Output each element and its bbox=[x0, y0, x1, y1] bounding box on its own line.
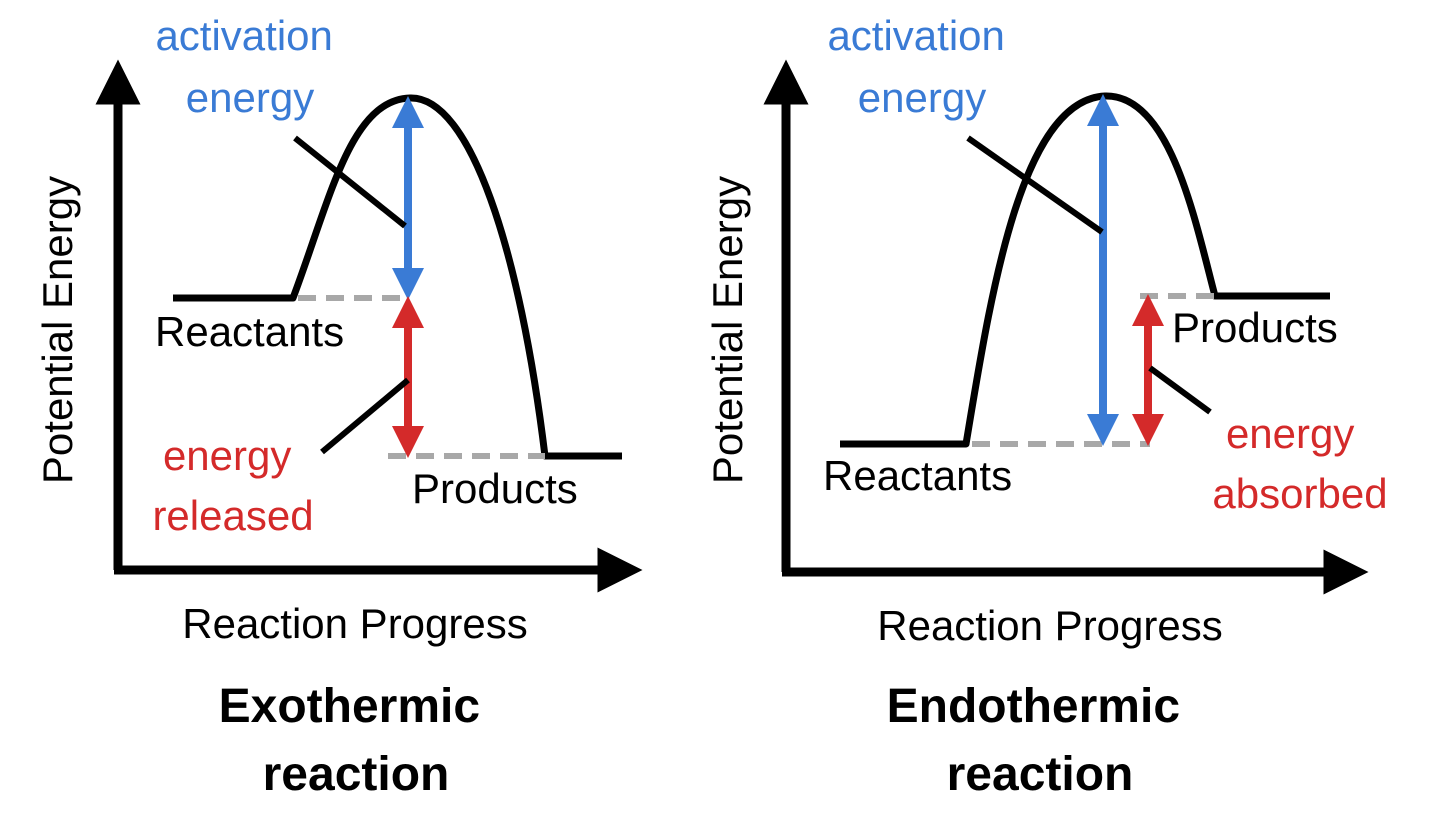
endothermic-title: Endothermic reaction bbox=[887, 680, 1194, 801]
exothermic-title: Exothermic reaction bbox=[219, 680, 494, 801]
energy-released-leader-line bbox=[320, 377, 410, 455]
activation-energy-label: activation energy bbox=[827, 12, 1016, 121]
y-axis-label: Potential Energy bbox=[704, 176, 751, 484]
energy-released-label: energy released bbox=[152, 432, 313, 539]
activation-leader-line bbox=[966, 135, 1104, 235]
energy-curve bbox=[173, 94, 622, 460]
products-label: Products bbox=[412, 465, 578, 512]
exothermic-diagram: activation energy Reactants Products ene… bbox=[34, 12, 643, 801]
reactants-label: Reactants bbox=[155, 308, 344, 355]
reactants-label: Reactants bbox=[823, 452, 1012, 499]
activation-leader-line bbox=[293, 135, 407, 229]
x-axis-label: Reaction Progress bbox=[182, 600, 528, 647]
energy-curve bbox=[840, 92, 1330, 448]
y-axis-label: Potential Energy bbox=[34, 176, 81, 484]
energy-absorbed-label: energy absorbed bbox=[1212, 410, 1387, 517]
activation-energy-label: activation energy bbox=[155, 12, 344, 121]
energy-absorbed-leader-line bbox=[1148, 365, 1212, 415]
x-axis-label: Reaction Progress bbox=[877, 602, 1223, 649]
products-label: Products bbox=[1172, 304, 1338, 351]
endothermic-diagram: activation energy Products Reactants ene… bbox=[704, 12, 1388, 801]
